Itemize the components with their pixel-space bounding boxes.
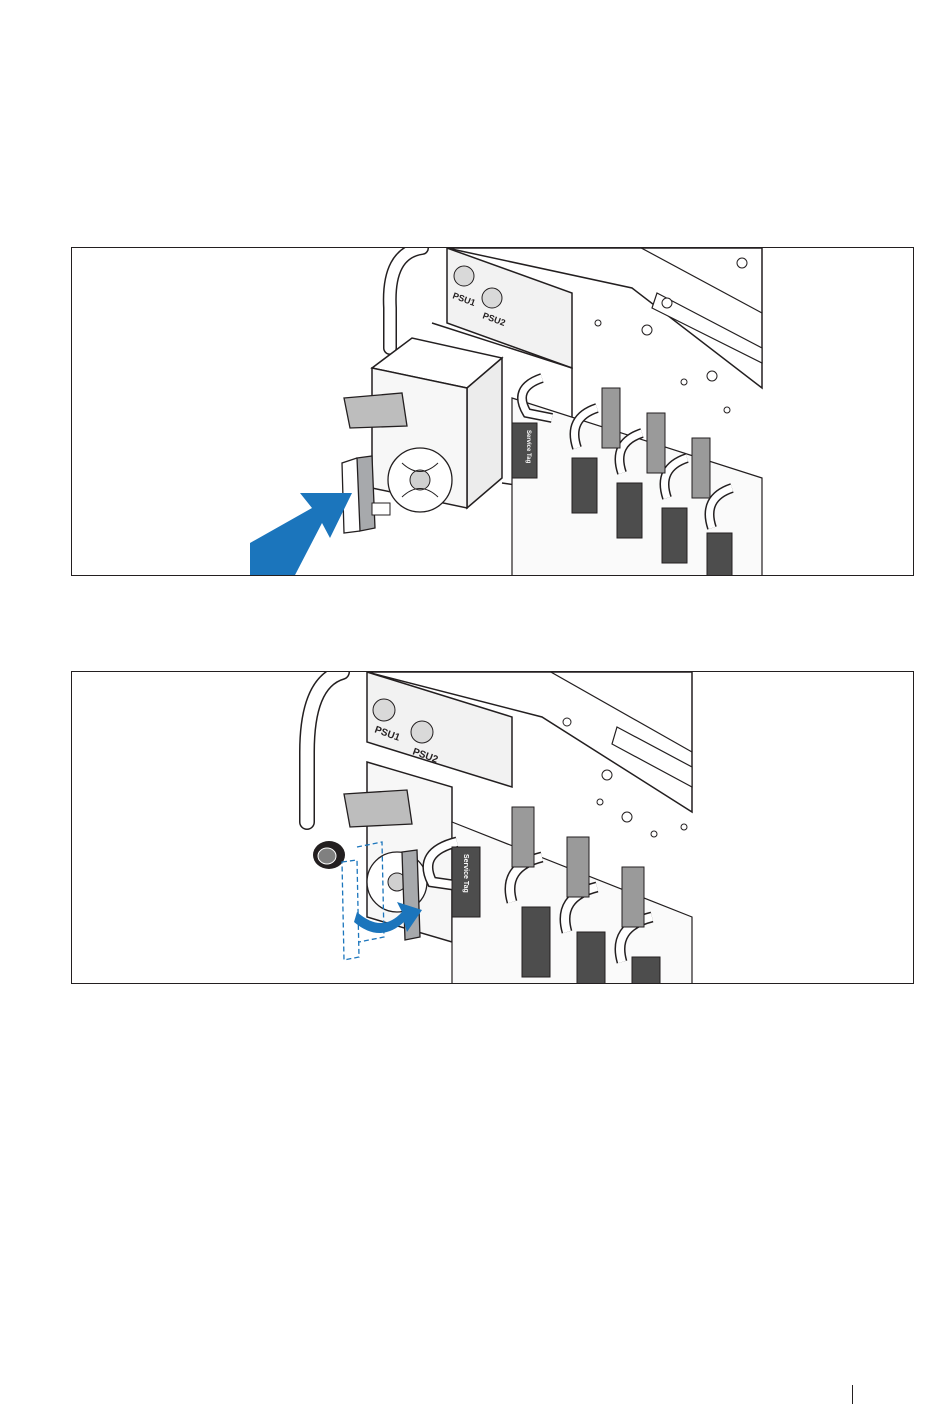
psu-handle <box>402 850 420 940</box>
insert-arrow-icon <box>250 493 352 576</box>
handle-open-position <box>342 860 359 960</box>
psu1-led-icon <box>454 266 474 286</box>
thumbscrew-icon <box>313 841 345 869</box>
psu1-led-icon <box>373 699 395 721</box>
figure-insert-psu: PSU1 PSU2 Service Tag <box>71 247 914 576</box>
psu-handle-illustration: PSU1 PSU2 Service Tag <box>72 672 914 984</box>
psu2-led-icon <box>411 721 433 743</box>
psu2-led-icon <box>482 288 502 308</box>
figure-close-psu-handle: PSU1 PSU2 Service Tag <box>71 671 914 984</box>
psu-handle <box>357 456 375 531</box>
psu-insert-illustration: PSU1 PSU2 Service Tag <box>72 248 914 576</box>
footer-rule <box>852 1385 853 1404</box>
service-tag-label: Service Tag <box>462 854 469 893</box>
service-tag-label: Service Tag <box>525 430 531 464</box>
